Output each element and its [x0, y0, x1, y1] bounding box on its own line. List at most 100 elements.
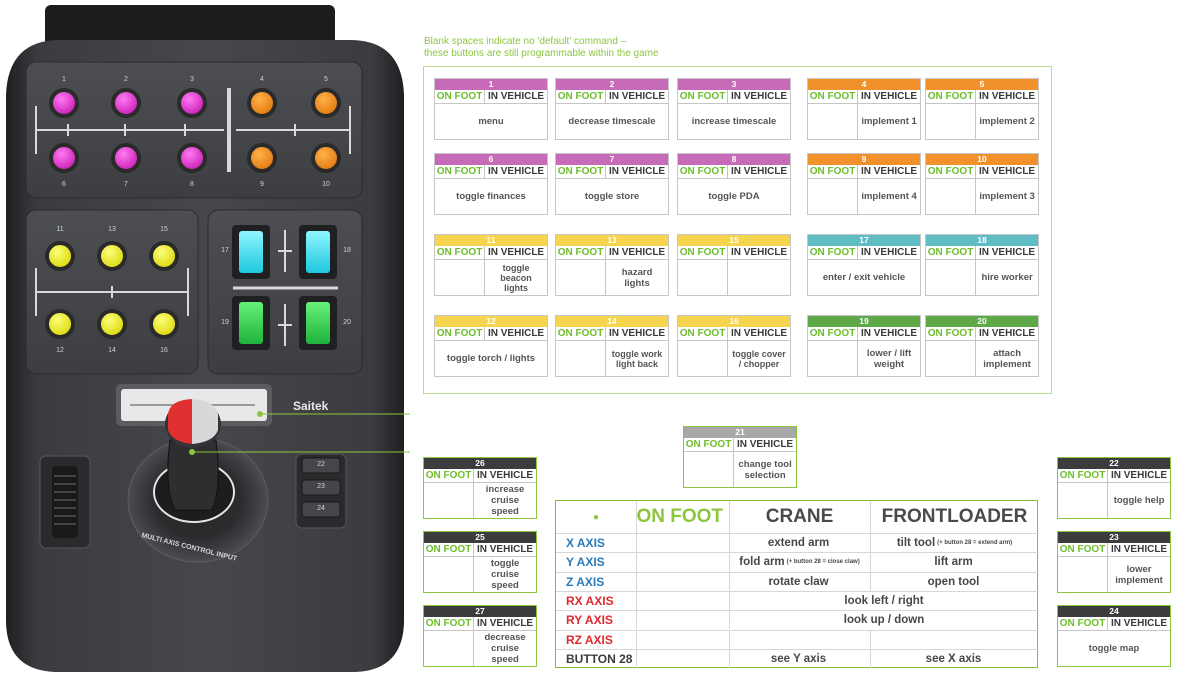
- btn-num: 24: [317, 505, 325, 512]
- card-in-vehicle-label: IN VEHICLE: [727, 327, 790, 340]
- btn-num: 5: [324, 76, 328, 83]
- card-on-foot-label: ON FOOT: [679, 166, 726, 177]
- card-in-vehicle: attach implement: [975, 341, 1038, 376]
- btn-num: 20: [343, 319, 351, 326]
- card-in-vehicle-label: IN VEHICLE: [484, 327, 547, 340]
- card-in-vehicle: implement 3: [975, 179, 1038, 214]
- axis-corner-dot: ●: [592, 511, 600, 523]
- card-in-vehicle-label: IN VEHICLE: [857, 90, 920, 103]
- btn-num: 6: [62, 181, 66, 188]
- hint-line-2: these buttons are still programmable wit…: [424, 48, 659, 59]
- card-on-foot-label: ON FOOT: [557, 247, 604, 258]
- card-number: 16: [678, 316, 790, 327]
- card-number: 17: [808, 235, 920, 246]
- card-in-vehicle-label: IN VEHICLE: [727, 90, 790, 103]
- axis-crane-note: (+ button 28 = close claw): [786, 559, 860, 566]
- btn-num: 18: [343, 247, 351, 254]
- axis-front-action: see X axis: [925, 652, 982, 665]
- card-action: toggle store: [584, 191, 640, 202]
- card-in-vehicle-label: IN VEHICLE: [975, 90, 1038, 103]
- axis-crane-action: see Y axis: [770, 652, 827, 665]
- card-on-foot-label: ON FOOT: [685, 439, 732, 450]
- card-number: 4: [808, 79, 920, 90]
- card-action: menu: [478, 116, 504, 127]
- axis-crane-action: rotate claw: [768, 575, 829, 588]
- card-action: increase timescale: [691, 116, 777, 127]
- card-number: 5: [926, 79, 1038, 90]
- card-number: 7: [556, 154, 668, 165]
- btn-num: 14: [108, 347, 116, 354]
- axis-crane-action: fold arm: [739, 556, 785, 569]
- card-number: 22: [1058, 458, 1170, 469]
- card-on-foot: [684, 452, 733, 487]
- card-on-foot: [1058, 483, 1107, 518]
- axis-front-note: (+ button 28 = extend arm): [937, 540, 1013, 547]
- card-number: 20: [926, 316, 1038, 327]
- card-number: 26: [424, 458, 536, 469]
- card-in-vehicle: change tool selection: [733, 452, 796, 487]
- card-number: 13: [556, 235, 668, 246]
- card-in-vehicle-label: IN VEHICLE: [473, 469, 536, 482]
- card-on-foot: [808, 179, 857, 214]
- btn-num: 4: [260, 76, 264, 83]
- card-on-foot-label: ON FOOT: [436, 328, 483, 339]
- card-in-vehicle: [727, 260, 790, 295]
- card-in-vehicle-label: IN VEHICLE: [605, 90, 668, 103]
- card-number: 10: [926, 154, 1038, 165]
- card-in-vehicle-label: IN VEHICLE: [727, 165, 790, 178]
- card-in-vehicle: decrease cruise speed: [473, 631, 536, 666]
- card-on-foot-label: ON FOOT: [809, 91, 856, 102]
- hint-line-1: Blank spaces indicate no 'default' comma…: [424, 36, 627, 47]
- card-in-vehicle-label: IN VEHICLE: [1107, 469, 1170, 482]
- card-in-vehicle: hazard lights: [605, 260, 668, 295]
- brand-logo: Saitek: [293, 399, 329, 413]
- card-in-vehicle: toggle help: [1107, 483, 1170, 518]
- card-in-vehicle-label: IN VEHICLE: [484, 246, 547, 259]
- card-on-foot-label: ON FOOT: [1059, 544, 1106, 555]
- card-on-foot: [556, 260, 605, 295]
- controller-device: Saitek MULTI AXIS CONTROL INPUT 1 2 3 4 …: [0, 0, 410, 676]
- card-on-foot: [926, 341, 975, 376]
- axis-name: RY AXIS: [566, 613, 613, 628]
- axis-span-action: look up / down: [843, 614, 925, 627]
- card-on-foot-label: ON FOOT: [927, 328, 974, 339]
- card-in-vehicle: lower implement: [1107, 557, 1170, 592]
- card-action: toggle PDA: [708, 191, 760, 202]
- card-on-foot-label: ON FOOT: [436, 166, 483, 177]
- card-in-vehicle-label: IN VEHICLE: [857, 246, 920, 259]
- card-number: 18: [926, 235, 1038, 246]
- btn-num: 19: [221, 319, 229, 326]
- axis-header-on-foot: ON FOOT: [636, 506, 723, 527]
- axis-front-action: open tool: [927, 575, 980, 588]
- axis-name: Y AXIS: [566, 555, 605, 570]
- btn-num: 1: [62, 76, 66, 83]
- card-on-foot-label: ON FOOT: [809, 328, 856, 339]
- card-number: 12: [435, 316, 547, 327]
- card-action: decrease timescale: [568, 116, 656, 127]
- btn-num: 16: [160, 347, 168, 354]
- card-in-vehicle-label: IN VEHICLE: [975, 246, 1038, 259]
- card-on-foot-label: ON FOOT: [679, 247, 726, 258]
- card-on-foot-label: ON FOOT: [1059, 470, 1106, 481]
- axis-front-action: tilt tool: [896, 537, 936, 550]
- card-on-foot: [424, 631, 473, 666]
- btn-num: 22: [317, 461, 325, 468]
- card-in-vehicle-label: IN VEHICLE: [484, 90, 547, 103]
- btn-num: 9: [260, 181, 264, 188]
- axis-name: BUTTON 28: [566, 651, 633, 666]
- card-in-vehicle-label: IN VEHICLE: [975, 165, 1038, 178]
- card-on-foot-label: ON FOOT: [557, 91, 604, 102]
- btn-num: 8: [190, 181, 194, 188]
